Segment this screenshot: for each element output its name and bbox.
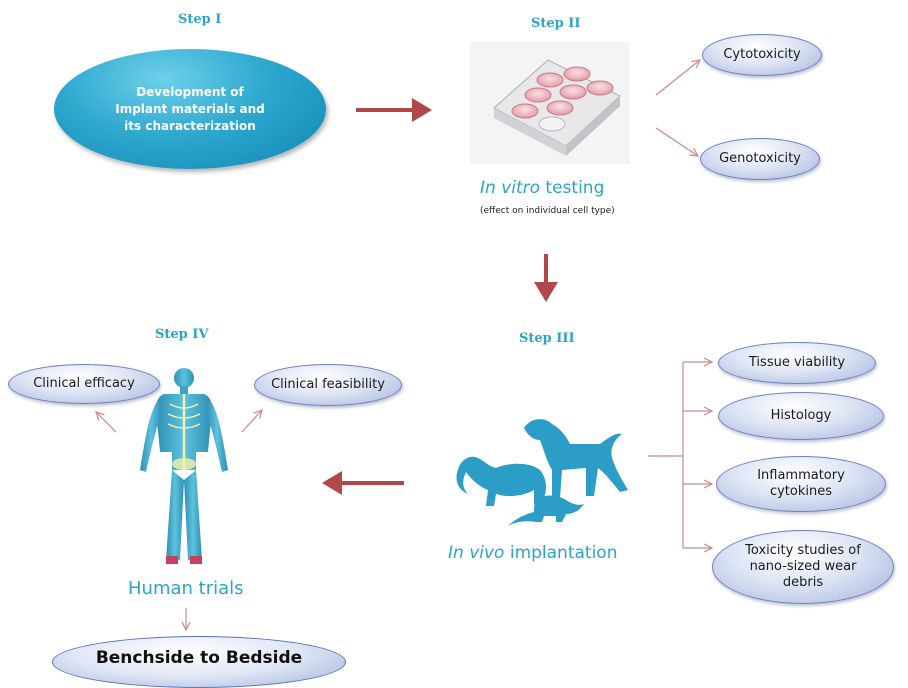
step-2-label: Step II (531, 16, 581, 31)
cytotoxicity-pill: Cytotoxicity (702, 34, 822, 76)
development-oval: Development of Implant materials and its… (54, 49, 326, 169)
step-1-label: Step I (178, 12, 222, 27)
benchside-text: Benchside to Bedside (95, 648, 303, 668)
animals-illustration (456, 419, 628, 526)
inflammatory-cytokines-pill: Inflammatory cytokines (716, 456, 886, 512)
clinical-efficacy-pill: Clinical efficacy (8, 364, 160, 404)
in-vivo-rest: implantation (504, 543, 618, 563)
arrow-to-cytotoxicity (655, 60, 700, 96)
in-vitro-rest: testing (540, 178, 605, 198)
tissue-viability-pill: Tissue viability (718, 342, 876, 384)
in-vitro-italic: In vitro (480, 178, 541, 198)
arrow-to-clinical-efficacy (96, 412, 117, 433)
in-vitro-note: (effect on individual cell type) (480, 206, 615, 216)
arrow-to-clinical-feasibility (241, 410, 262, 433)
arrow-to-genotoxicity (655, 127, 698, 156)
in-vivo-italic: In vivo (448, 543, 505, 563)
well-plate-illustration (470, 42, 630, 164)
human-trials-label: Human trials (128, 578, 244, 599)
step-4-label: Step IV (155, 327, 209, 342)
in-vivo-label: In vivo implantation (448, 543, 617, 563)
benchside-to-bedside-oval: Benchside to Bedside (52, 636, 346, 688)
histology-pill: Histology (718, 392, 884, 440)
in-vivo-bracket (648, 362, 712, 548)
clinical-feasibility-pill: Clinical feasibility (254, 364, 402, 406)
human-body-illustration (140, 368, 228, 564)
step-3-label: Step III (519, 331, 575, 346)
in-vitro-label: In vitro testing (480, 178, 604, 198)
development-text: Development of Implant materials and its… (115, 84, 265, 133)
genotoxicity-pill: Genotoxicity (700, 138, 820, 180)
toxicity-studies-pill: Toxicity studies of nano-sized wear debr… (712, 530, 894, 604)
